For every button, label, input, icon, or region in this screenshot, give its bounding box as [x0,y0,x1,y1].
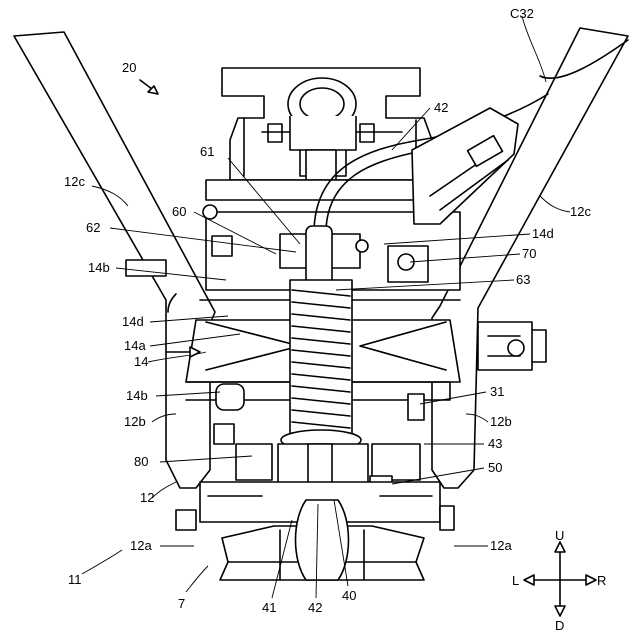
label-12a-right: 12a [490,538,512,553]
label-14a: 14a [124,338,146,353]
label-60: 60 [172,204,186,219]
label-14d-left: 14d [122,314,144,329]
label-80: 80 [134,454,148,469]
label-31: 31 [490,384,504,399]
label-70: 70 [522,246,536,261]
label-7: 7 [178,596,185,611]
coil-spring [281,280,361,450]
compass-down-label: D [555,618,564,633]
label-14b-bottom: 14b [126,388,148,403]
label-12b-left: 12b [124,414,146,429]
engine-top [222,68,432,180]
label-40: 40 [342,588,356,603]
label-14: 14 [134,354,148,369]
label-50: 50 [488,460,502,475]
label-63: 63 [516,272,530,287]
label-12b-right: 12b [490,414,512,429]
direction-compass [524,542,596,616]
label-20: 20 [122,60,136,75]
label-42-bottom: 42 [308,600,322,615]
label-11: 11 [68,572,82,587]
label-12c-left: 12c [64,174,85,189]
label-12c-right: 12c [570,204,591,219]
label-14b-top: 14b [88,260,110,275]
left-frame-pipe [14,32,215,488]
compass-left-label: L [512,573,519,588]
label-c32: C32 [510,6,534,21]
label-12: 12 [140,490,154,505]
label-43: 43 [488,436,502,451]
compass-up-label: U [555,528,564,543]
ref-20-arrow [140,80,158,94]
label-42-top: 42 [434,100,448,115]
label-14d-top: 14d [532,226,554,241]
right-mount-bracket [478,322,546,370]
label-62: 62 [86,220,100,235]
label-41: 41 [262,600,276,615]
label-61: 61 [200,144,214,159]
label-12a-left: 12a [130,538,152,553]
compass-right-label: R [597,573,606,588]
